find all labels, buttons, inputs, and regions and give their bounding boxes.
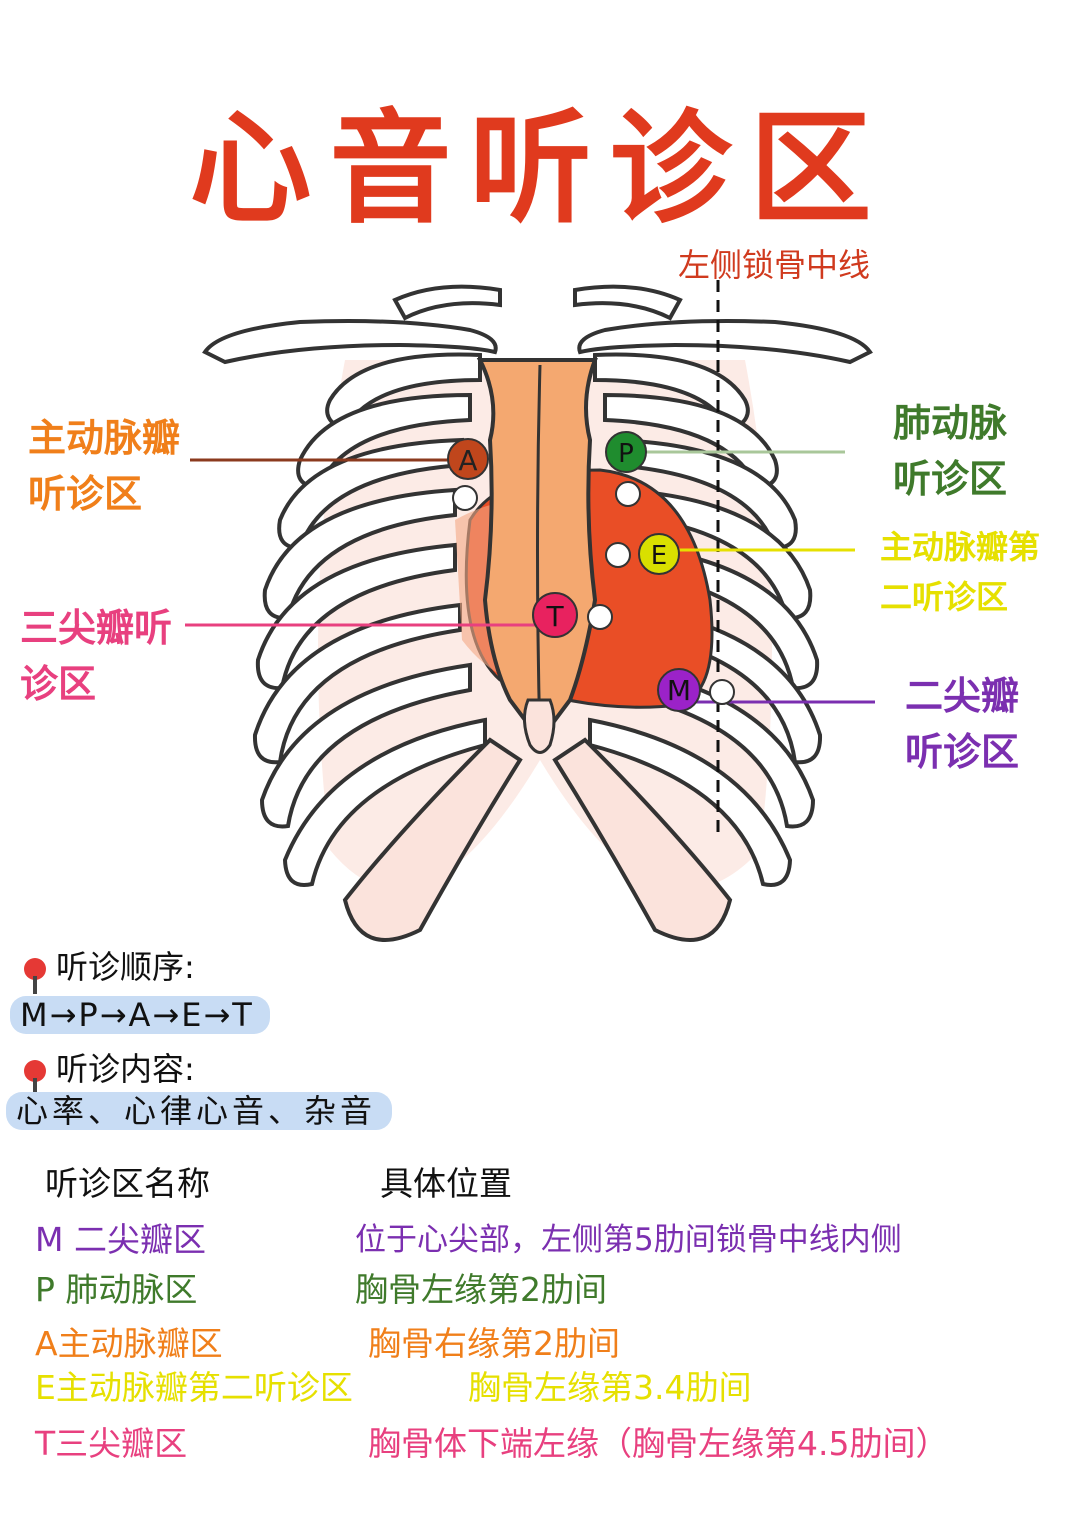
- right-first-rib: [573, 284, 683, 321]
- table-row-p-name: P 肺动脉区: [35, 1270, 198, 1309]
- white-marker-1: [452, 485, 478, 511]
- sternum-midline: [536, 364, 542, 741]
- table-header-name: 听诊区名称: [45, 1164, 210, 1203]
- table-row-m-name: M 二尖瓣区: [35, 1220, 206, 1259]
- table-row-a-name: A主动脉瓣区: [35, 1324, 223, 1363]
- tricuspid-label-line1: 三尖瓣听: [20, 606, 173, 650]
- erb-label-line1: 主动脉瓣第: [880, 528, 1041, 566]
- midclavicular-label: 左侧锁骨中线: [678, 246, 871, 284]
- table-header-position: 具体位置: [380, 1164, 512, 1203]
- order-heading-row: 听诊顺序:: [24, 942, 195, 994]
- white-marker-5: [709, 679, 735, 705]
- table-row-a-position: 胸骨右缘第2肋间: [368, 1324, 620, 1363]
- left-first-rib: [392, 284, 502, 321]
- pulmonary-marker-letter: P: [618, 439, 634, 469]
- pin-icon: [24, 958, 46, 994]
- white-marker-4: [587, 604, 613, 630]
- xiphoid-process: [523, 698, 556, 754]
- mitral-marker-letter: M: [667, 674, 691, 707]
- mitral-marker: [657, 668, 701, 712]
- erb-marker: [638, 533, 680, 575]
- tricuspid-marker-letter: T: [545, 600, 564, 633]
- aortic-marker-letter: A: [458, 444, 477, 477]
- white-marker-2: [615, 481, 641, 507]
- table-row-t-name: T三尖瓣区: [35, 1424, 188, 1463]
- pulmonary-label-line2: 听诊区: [893, 457, 1008, 501]
- content-value: 心率、心律心音、杂音: [6, 1092, 393, 1130]
- erb-marker-letter: E: [651, 541, 667, 571]
- pulmonary-marker: [605, 431, 647, 473]
- aortic-label-line2: 听诊区: [28, 472, 143, 516]
- right-clavicle: [577, 319, 873, 365]
- mitral-label-line2: 听诊区: [905, 730, 1020, 774]
- table-row-e-name: E主动脉瓣第二听诊区: [35, 1368, 353, 1407]
- left-ribs: [252, 352, 487, 887]
- left-costal-arch: [342, 737, 523, 942]
- table-row-p-position: 胸骨左缘第2肋间: [355, 1270, 607, 1309]
- aortic-label-line1: 主动脉瓣: [28, 416, 181, 460]
- mitral-label: 二尖瓣 听诊区: [905, 668, 1019, 780]
- pin-icon: [24, 1060, 46, 1096]
- tricuspid-label-line2: 诊区: [20, 662, 97, 706]
- aortic-marker: [447, 438, 489, 480]
- table-row-m-position: 位于心尖部，左侧第5肋间锁骨中线内侧: [355, 1222, 902, 1258]
- content-heading-row: 听诊内容:: [24, 1044, 195, 1096]
- pulmonary-label-line1: 肺动脉: [893, 401, 1008, 445]
- tricuspid-label: 三尖瓣听 诊区: [20, 600, 172, 712]
- content-heading: 听诊内容:: [56, 1050, 195, 1088]
- erb-label-line2: 二听诊区: [880, 578, 1009, 616]
- aortic-label: 主动脉瓣 听诊区: [28, 410, 180, 522]
- erb-label: 主动脉瓣第 二听诊区: [880, 522, 1040, 622]
- order-value: M→P→A→E→T: [10, 996, 270, 1034]
- tricuspid-marker: [532, 592, 578, 638]
- right-costal-arch: [552, 737, 733, 942]
- table-row-t-position: 胸骨体下端左缘（胸骨左缘第4.5肋间）: [368, 1424, 949, 1463]
- left-clavicle: [202, 319, 498, 365]
- mitral-label-line1: 二尖瓣: [905, 674, 1020, 718]
- page-title: 心音听诊区: [189, 96, 890, 240]
- pulmonary-label: 肺动脉 听诊区: [893, 395, 1007, 507]
- order-heading: 听诊顺序:: [56, 948, 195, 986]
- table-row-e-position: 胸骨左缘第3.4肋间: [468, 1368, 752, 1407]
- white-marker-3: [605, 542, 631, 568]
